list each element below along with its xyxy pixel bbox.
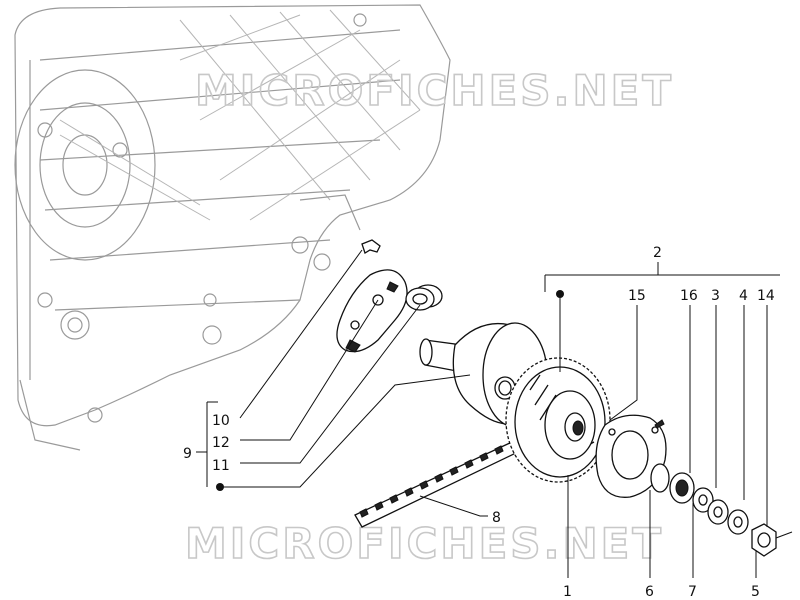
ramp-plate-part-12 [336,269,408,353]
label-2: 2 [653,245,662,261]
washer-part-4 [707,499,729,525]
lock-washer-part-14 [727,509,749,535]
clip-part-10 [361,239,381,254]
leader-lines [196,249,780,578]
watermark-bottom: MICROFICHES.NET [185,519,664,568]
fan-pulley-part-1 [505,357,611,483]
label-12: 12 [212,435,230,451]
bushing-part-11 [405,284,443,311]
label-4: 4 [739,288,748,304]
label-1: 1 [563,584,572,600]
label-16: 16 [680,288,698,304]
label-14: 14 [757,288,775,304]
label-6: 6 [645,584,654,600]
toothed-belt-part-8 [354,441,519,528]
label-9: 9 [183,446,192,462]
spacer-ring-part-6 [650,463,670,493]
cover-plate-part-15 [595,414,667,498]
bearing-part-16 [669,472,695,504]
part-labels: 2 15 16 3 4 14 10 12 9 11 8 1 6 7 5 [183,245,775,600]
label-5: 5 [751,584,760,600]
label-3: 3 [711,288,720,304]
washer-part-3 [692,487,714,513]
engine-case-sketch [14,4,451,451]
label-10: 10 [212,413,230,429]
label-7: 7 [688,584,697,600]
label-11: 11 [212,458,230,474]
label-8: 8 [492,510,501,526]
label-15: 15 [628,288,646,304]
nut-part-5 [751,523,793,557]
watermark-top: MICROFICHES.NET [195,66,674,115]
